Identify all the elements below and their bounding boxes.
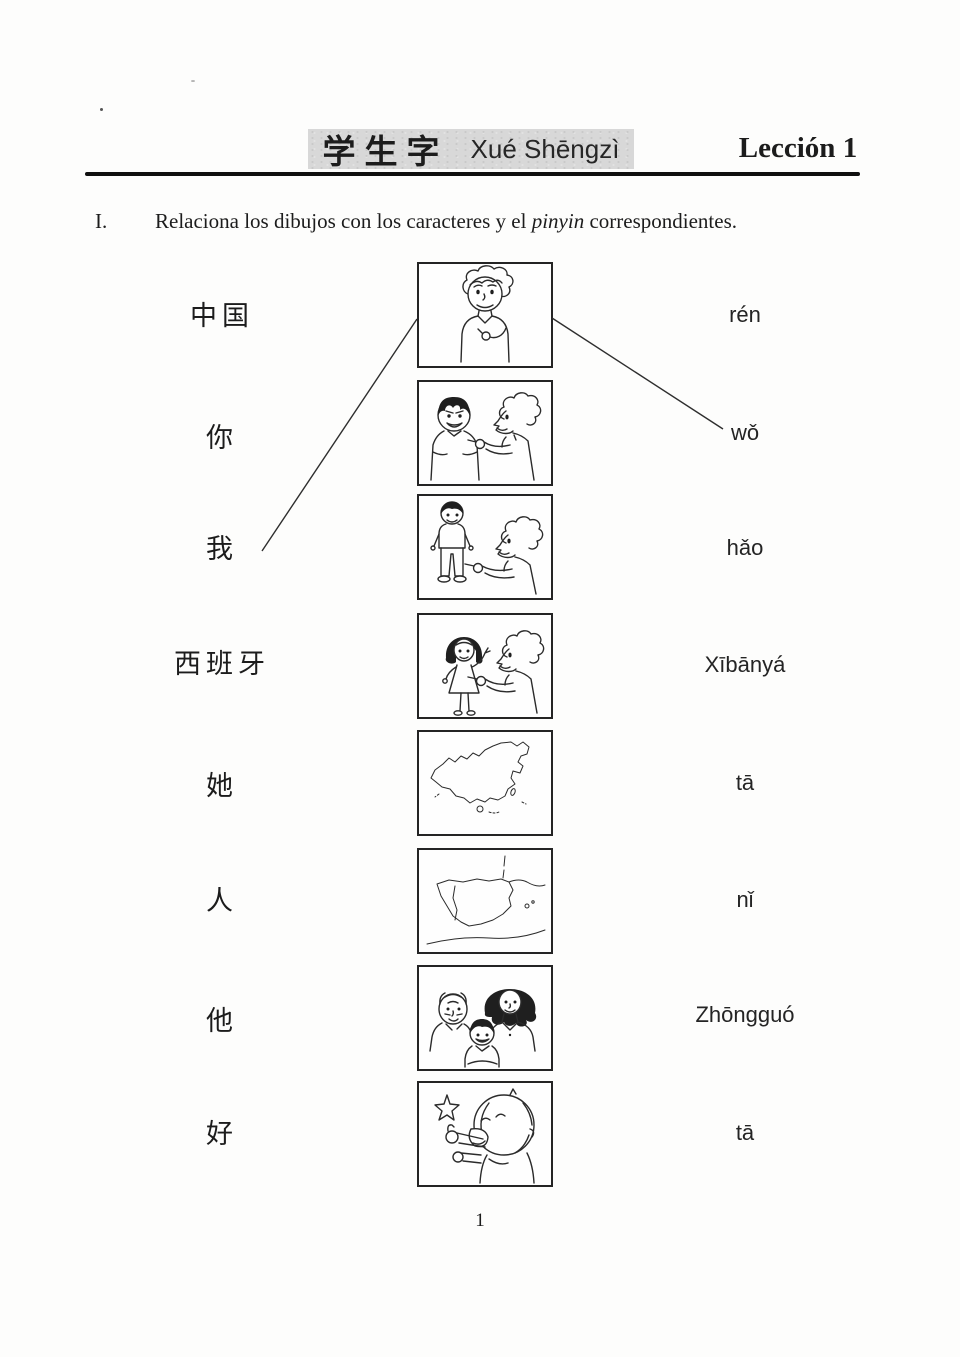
picture-box-7 xyxy=(417,965,553,1071)
title-band: 学生字 Xué Shēngzì xyxy=(308,129,634,171)
picture-box-1 xyxy=(417,262,553,368)
instruction-line: I. Relaciona los dibujos con los caracte… xyxy=(95,209,855,234)
picture-box-4 xyxy=(417,613,553,719)
instruction-number: I. xyxy=(95,209,108,233)
instruction-text: Relaciona los dibujos con los caracteres… xyxy=(155,209,738,233)
hanzi-ta-she: 她 xyxy=(206,771,238,801)
boy-pointing-at-another-boy-illustration xyxy=(430,392,542,481)
hanzi-ta-he: 他 xyxy=(206,1006,238,1036)
picture-box-5 xyxy=(417,730,553,836)
picture-box-6 xyxy=(417,848,553,954)
hanzi-wo: 我 xyxy=(206,534,238,564)
boy-pointing-at-girl-illustration xyxy=(442,630,545,716)
pinyin-zhongguo: Zhōngguó xyxy=(695,1002,795,1027)
lesson-label: Lección 1 xyxy=(738,132,858,164)
pinyin-ta-2: tā xyxy=(735,1120,755,1145)
hanzi-zhongguo: 中国 xyxy=(190,301,254,331)
boy-pointing-at-standing-boy-illustration xyxy=(430,501,544,595)
picture-box-2 xyxy=(417,380,553,486)
header-rule xyxy=(85,172,860,176)
pinyin-wo: wǒ xyxy=(730,420,760,445)
pinyin-ta-1: tā xyxy=(735,770,755,795)
chinese-title: 学生字 xyxy=(322,135,449,171)
hanzi-ni: 你 xyxy=(206,423,238,453)
page-number: 1 xyxy=(475,1210,485,1231)
hanzi-ren: 人 xyxy=(206,886,238,916)
map-of-china-illustration xyxy=(430,741,530,814)
scan-speck xyxy=(191,80,195,82)
boy-pointing-at-himself-illustration xyxy=(460,265,514,363)
map-of-spain-illustration xyxy=(426,855,546,945)
hanzi-hao: 好 xyxy=(206,1119,238,1149)
match-line-picture-to-wo xyxy=(551,317,724,430)
picture-box-8 xyxy=(417,1081,553,1187)
pinyin-xibanya: Xībānyá xyxy=(704,652,786,677)
hanzi-xibanya: 西班牙 xyxy=(174,649,270,679)
scan-speck xyxy=(100,108,103,111)
pinyin-title: Xué Shēngzì xyxy=(470,133,620,164)
pinyin-ren: rén xyxy=(729,302,761,327)
pinyin-ni: nǐ xyxy=(736,887,754,912)
pinyin-hao: hǎo xyxy=(726,535,764,560)
picture-box-3 xyxy=(417,494,553,600)
boy-thumbs-up-with-star-illustration xyxy=(434,1088,535,1184)
family-illustration xyxy=(429,989,537,1068)
